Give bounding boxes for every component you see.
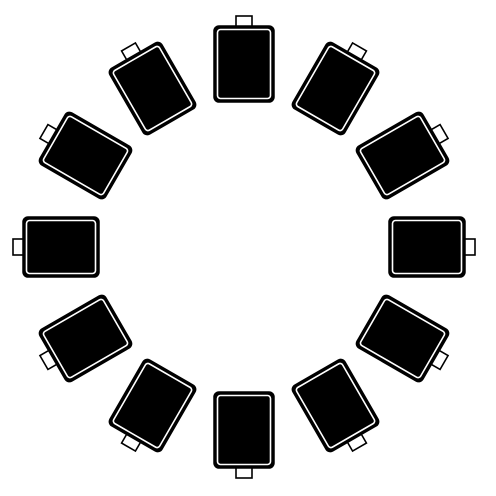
usb-drive-icon	[355, 294, 450, 383]
usb-drive-rim	[112, 45, 193, 132]
usb-drive-icon	[38, 294, 133, 383]
usb-drive-panel	[45, 301, 126, 376]
usb-drive-rim	[359, 298, 446, 379]
usb-drive-icon	[108, 358, 197, 453]
usb-drive-rim	[42, 115, 129, 196]
usb-drive-panel	[115, 365, 190, 446]
usb-drive-rim	[112, 362, 193, 449]
usb-drive-panel	[394, 222, 460, 272]
usb-drive-rim	[391, 219, 463, 275]
usb-drive-icon	[355, 111, 450, 200]
usb-drive-rim	[295, 45, 376, 132]
usb-drive-rim	[42, 298, 129, 379]
usb-drive-rim	[359, 115, 446, 196]
usb-drive-icon	[38, 111, 133, 200]
usb-drive-icon	[213, 391, 275, 479]
usb-drive-icon	[213, 15, 275, 103]
usb-drive-rim	[295, 362, 376, 449]
usb-drive-panel	[298, 365, 373, 446]
usb-drive-icon	[108, 41, 197, 136]
usb-drive-panel	[298, 48, 373, 129]
usb-drive-panel	[362, 301, 443, 376]
usb-drive-panel	[219, 31, 269, 97]
usb-drive-panel	[115, 48, 190, 129]
usb-drive-panel	[45, 118, 126, 193]
usb-drive-rim	[25, 219, 97, 275]
usb-drive-icon	[291, 358, 380, 453]
usb-drive-rim	[216, 394, 272, 466]
usb-drive-icon	[12, 216, 100, 278]
usb-drive-panel	[219, 397, 269, 463]
usb-drive-rim	[216, 28, 272, 100]
usb-drive-icon	[388, 216, 476, 278]
usb-drive-panel	[28, 222, 94, 272]
usb-drive-panel	[362, 118, 443, 193]
usb-drive-icon	[291, 41, 380, 136]
